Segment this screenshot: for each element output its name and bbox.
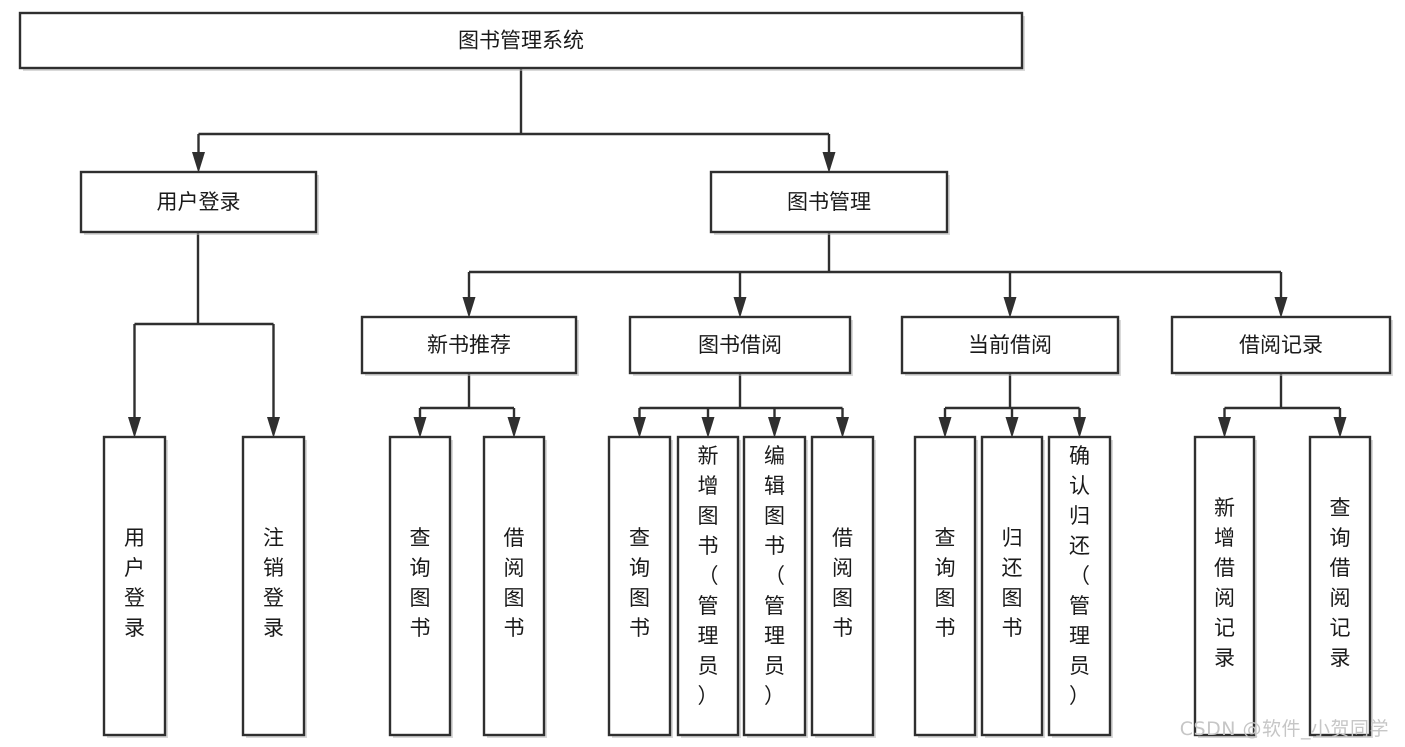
node-leaf[interactable]: 用户登录: [102, 435, 168, 738]
connector-arrowhead-icon: [413, 417, 427, 438]
node-rect: [388, 435, 452, 737]
node-label: 借阅记录: [1239, 333, 1323, 357]
node-label: 用户登录: [157, 190, 241, 214]
node-rect: [1047, 435, 1112, 737]
node-rect: [1193, 435, 1256, 737]
node-level2[interactable]: 图书管理: [709, 170, 950, 235]
connector-arrowhead-icon: [822, 152, 836, 173]
node-leaf[interactable]: 查询图书: [388, 435, 453, 738]
node-rect: [482, 435, 546, 737]
node-label: 图书管理: [787, 190, 871, 214]
node-level3[interactable]: 图书借阅: [628, 315, 853, 376]
node-rect: [810, 435, 875, 737]
connector-arrowhead-icon: [1333, 417, 1347, 438]
node-rect: [241, 435, 306, 737]
connector-arrowhead-icon: [192, 152, 205, 173]
node-leaf[interactable]: 借阅图书: [482, 435, 547, 738]
connector-arrowhead-icon: [768, 417, 781, 438]
node-label: 图书管理系统: [458, 29, 584, 53]
node-leaf[interactable]: 新增图书（管理员）: [676, 435, 741, 738]
connector-arrowhead-icon: [633, 417, 646, 438]
node-rect: [18, 11, 1024, 70]
connector-arrowhead-icon: [1073, 417, 1086, 438]
node-rect: [360, 315, 578, 375]
node-label: 编辑图书（管理员）: [764, 444, 785, 708]
node-level2[interactable]: 用户登录: [79, 170, 319, 235]
connector-arrowhead-icon: [128, 417, 141, 438]
connector-arrowhead-icon: [733, 297, 747, 318]
connector-arrowhead-icon: [1005, 417, 1019, 438]
node-rect: [913, 435, 977, 737]
connector-arrowhead-icon: [507, 417, 521, 438]
node-rect: [1308, 435, 1372, 737]
node-rect: [742, 435, 807, 737]
node-level3[interactable]: 新书推荐: [360, 315, 579, 376]
node-label: 查询图书: [410, 526, 431, 640]
node-rect: [79, 170, 318, 234]
node-rect: [676, 435, 740, 737]
node-label: 用户登录: [124, 526, 145, 640]
node-root[interactable]: 图书管理系统: [18, 11, 1025, 71]
node-label: 归还图书: [1002, 526, 1023, 640]
csdn-watermark: CSDN @软件_小贺同学: [1179, 718, 1389, 740]
node-rect: [607, 435, 672, 737]
connector-arrowhead-icon: [1003, 297, 1017, 318]
node-label: 图书借阅: [698, 333, 782, 357]
connector-arrowhead-icon: [836, 417, 849, 438]
node-rect: [709, 170, 949, 234]
node-label: 注销登录: [263, 526, 284, 640]
node-label: 查询图书: [935, 526, 956, 640]
connector-arrowhead-icon: [701, 417, 715, 438]
node-label: 新书推荐: [427, 333, 511, 357]
node-leaf[interactable]: 归还图书: [980, 435, 1045, 738]
node-rect: [980, 435, 1044, 737]
connector-arrowhead-icon: [462, 297, 476, 318]
node-leaf[interactable]: 查询图书: [913, 435, 978, 738]
connector-arrowhead-icon: [1218, 417, 1231, 438]
node-label: 查询图书: [629, 526, 650, 640]
node-label: 确认归还（管理员）: [1069, 444, 1090, 708]
node-rect: [628, 315, 852, 375]
node-leaf[interactable]: 新增借阅记录: [1193, 435, 1257, 738]
node-leaf[interactable]: 编辑图书（管理员）: [742, 435, 808, 738]
node-rect: [1170, 315, 1392, 375]
node-level3[interactable]: 借阅记录: [1170, 315, 1393, 376]
node-label: 借阅图书: [832, 526, 853, 640]
node-label: 借阅图书: [504, 526, 525, 640]
connector-arrowhead-icon: [267, 417, 280, 438]
node-leaf[interactable]: 注销登录: [241, 435, 307, 738]
node-label: 新增借阅记录: [1214, 496, 1235, 670]
node-label: 查询借阅记录: [1330, 496, 1351, 670]
connector-arrowhead-icon: [938, 417, 952, 438]
node-leaf[interactable]: 借阅图书: [810, 435, 876, 738]
node-rect: [900, 315, 1120, 375]
node-label: 当前借阅: [968, 333, 1052, 357]
node-label: 新增图书（管理员）: [698, 444, 719, 708]
node-leaf[interactable]: 确认归还（管理员）: [1047, 435, 1113, 738]
node-leaf[interactable]: 查询图书: [607, 435, 673, 738]
node-level3[interactable]: 当前借阅: [900, 315, 1121, 376]
node-leaf[interactable]: 查询借阅记录: [1308, 435, 1373, 738]
connector-arrowhead-icon: [1274, 297, 1288, 318]
node-rect: [102, 435, 167, 737]
